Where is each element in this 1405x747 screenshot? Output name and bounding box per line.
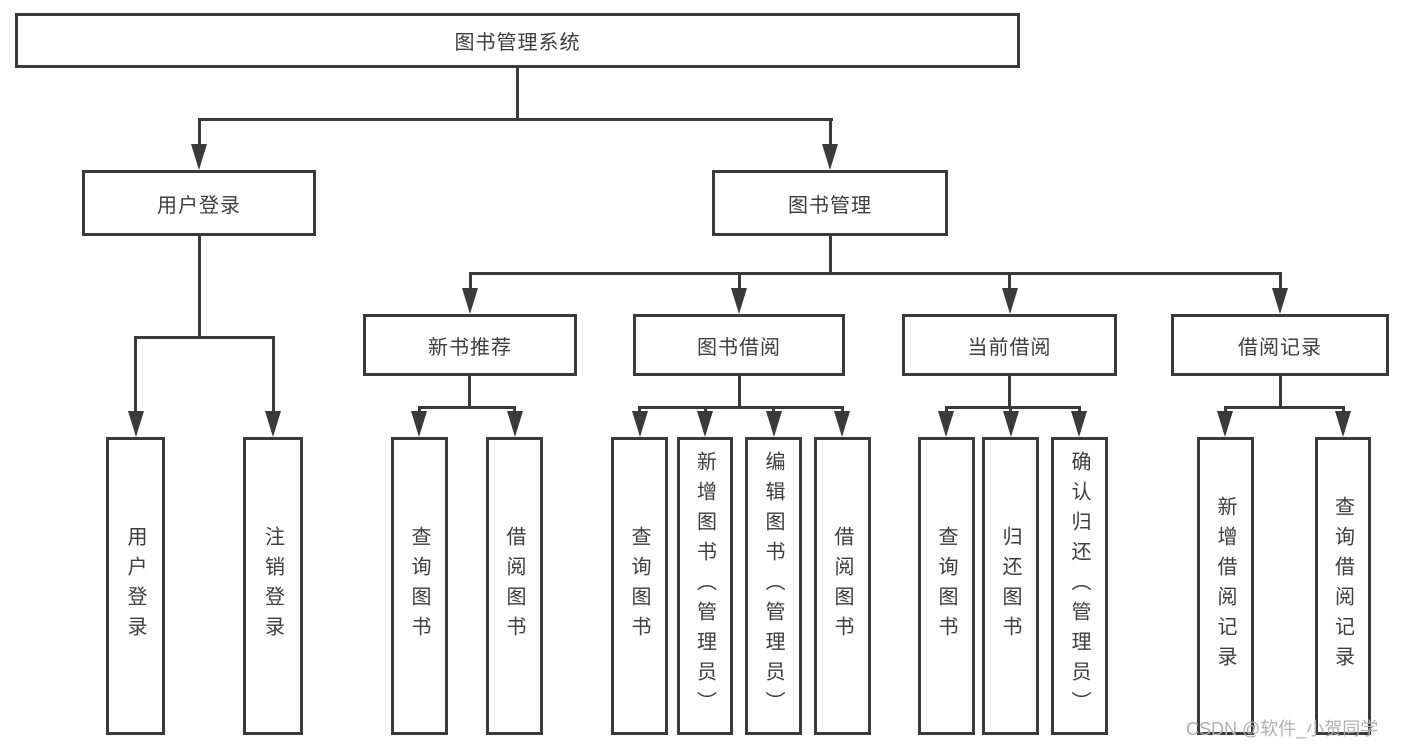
connector-line (738, 272, 741, 292)
leaf-query-books-recommend: 查询图书 (391, 437, 448, 735)
arrowhead-down (822, 144, 838, 170)
node-label: 借阅记录 (1238, 336, 1322, 359)
connector-line (418, 406, 421, 414)
arrowhead-down (1335, 411, 1351, 437)
node-label: 用户登录 (157, 194, 241, 217)
leaf-label: 查询图书 (628, 526, 650, 646)
connector-line (1279, 272, 1282, 292)
node-label: 新书推荐 (428, 336, 512, 359)
connector-line (272, 336, 275, 413)
arrowhead-down (462, 288, 478, 314)
arrowhead-down (731, 288, 747, 314)
connector-line (418, 406, 516, 409)
leaf-label: 编辑图书（管理员） (762, 451, 784, 721)
leaf-add-borrow-record: 新增借阅记录 (1197, 437, 1254, 735)
connector-line (1342, 406, 1345, 414)
arrowhead-down (507, 411, 523, 437)
arrowhead-down (834, 411, 850, 437)
connector-line (738, 376, 741, 406)
leaf-label: 新增借阅记录 (1214, 496, 1236, 676)
connector-line (772, 406, 775, 414)
leaf-edit-book-admin: 编辑图书（管理员） (745, 437, 802, 735)
connector-line (829, 118, 832, 146)
connector-line (1279, 376, 1282, 406)
connector-line (469, 272, 472, 292)
leaf-label: 借阅图书 (831, 526, 853, 646)
node-label: 图书管理系统 (454, 32, 581, 54)
leaf-label: 查询借阅记录 (1331, 496, 1354, 676)
connector-line (468, 376, 471, 406)
node-borrow-records: 借阅记录 (1171, 314, 1389, 376)
leaf-confirm-return-admin: 确认归还（管理员） (1051, 437, 1108, 735)
connector-line (1224, 406, 1345, 409)
leaf-label: 查询图书 (935, 526, 957, 646)
connector-line (1078, 406, 1081, 414)
connector-line (198, 118, 833, 121)
leaf-query-books-borrow: 查询图书 (611, 437, 668, 735)
connector-line (1224, 406, 1227, 414)
connector-line (945, 406, 948, 414)
leaf-label: 确认归还（管理员） (1068, 451, 1090, 721)
connector-line (704, 406, 707, 414)
arrowhead-down (1071, 411, 1087, 437)
node-new-book-recommend: 新书推荐 (363, 314, 577, 376)
connector-line (1008, 272, 1011, 292)
leaf-label: 借阅图书 (503, 526, 525, 646)
arrowhead-down (411, 411, 427, 437)
leaf-label: 归还图书 (999, 526, 1021, 646)
leaf-label: 查询图书 (408, 526, 430, 646)
connector-line (198, 236, 201, 336)
leaf-user-login: 用户登录 (106, 437, 165, 735)
connector-line (945, 406, 1081, 409)
arrowhead-down (1217, 411, 1233, 437)
connector-line (134, 336, 137, 413)
node-label: 当前借阅 (967, 336, 1052, 359)
arrowhead-down (938, 411, 954, 437)
arrowhead-down (1272, 288, 1288, 314)
connector-line (513, 406, 516, 414)
connector-line (516, 68, 519, 118)
arrowhead-down (128, 411, 144, 437)
node-book-borrow: 图书借阅 (633, 314, 845, 376)
connector-line (841, 406, 844, 414)
arrowhead-down (1003, 411, 1019, 437)
arrowhead-down (265, 411, 281, 437)
arrowhead-down (1002, 288, 1018, 314)
arrowhead-down (697, 411, 713, 437)
csdn-watermark: CSDN @软件_小贺同学 (1186, 719, 1379, 739)
leaf-borrow-books: 借阅图书 (814, 437, 871, 735)
leaf-label: 新增图书（管理员） (693, 451, 716, 721)
leaf-query-books-current: 查询图书 (918, 437, 975, 735)
connector-line (638, 406, 641, 414)
leaf-label: 注销登录 (261, 526, 284, 646)
arrowhead-down (766, 411, 782, 437)
connector-line (638, 406, 844, 409)
leaf-borrow-books-recommend: 借阅图书 (486, 437, 543, 735)
node-current-borrow: 当前借阅 (902, 314, 1117, 376)
node-book-management: 图书管理 (712, 170, 948, 236)
connector-line (469, 272, 1282, 275)
leaf-query-borrow-record: 查询借阅记录 (1315, 437, 1371, 735)
arrowhead-down (191, 144, 207, 170)
connector-line (198, 118, 201, 146)
connector-line (1009, 406, 1012, 414)
node-label: 图书借阅 (697, 336, 781, 359)
node-library-management-system: 图书管理系统 (15, 13, 1020, 68)
leaf-logout: 注销登录 (243, 437, 303, 735)
arrowhead-down (632, 411, 648, 437)
leaf-add-book-admin: 新增图书（管理员） (677, 437, 733, 735)
leaf-label: 用户登录 (124, 526, 146, 646)
connector-line (1008, 376, 1011, 406)
connector-line (134, 336, 275, 339)
node-label: 图书管理 (788, 194, 872, 217)
node-user-login: 用户登录 (82, 170, 316, 236)
connector-line (829, 236, 832, 272)
leaf-return-books: 归还图书 (982, 437, 1039, 735)
